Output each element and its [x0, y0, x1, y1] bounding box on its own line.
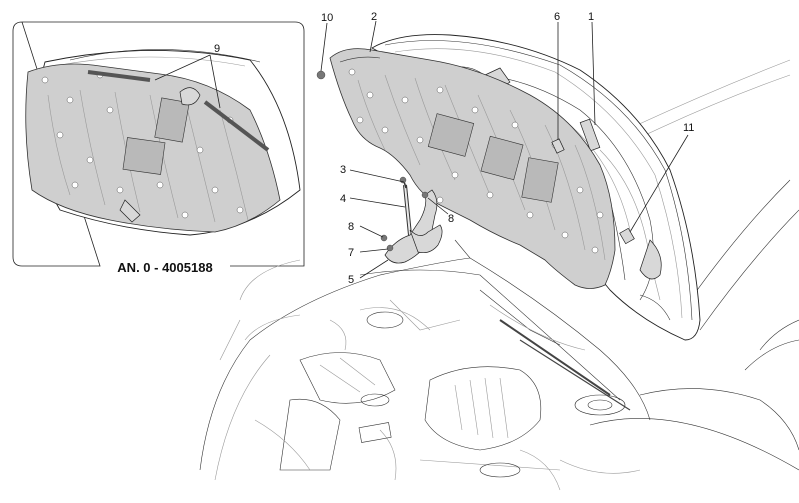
inset-frame [12, 21, 305, 267]
callout-7: 7 [348, 247, 354, 259]
callout-10: 10 [321, 12, 333, 24]
engine-cover [424, 366, 542, 451]
callout-2: 2 [371, 11, 377, 23]
callout-6: 6 [554, 11, 560, 23]
inset-seal-left [87, 70, 151, 82]
callout-labels: 10 2 6 1 11 3 4 8 8 7 5 [321, 11, 694, 286]
inset-seal-right [203, 100, 270, 152]
callout-8-upper: 8 [448, 213, 454, 225]
retaining-clip [316, 70, 326, 80]
callout-3: 3 [340, 164, 346, 176]
pad-fastener-holes [348, 68, 604, 254]
inset-callout-9: 9 [214, 43, 220, 55]
hinge-nut [386, 244, 394, 252]
inset-panel: AN. 0 - 4005188 [12, 21, 305, 275]
hinge-bolt-upper [421, 191, 429, 199]
hood-insulation-pad [329, 48, 616, 289]
car-body [199, 59, 799, 491]
callout-4: 4 [340, 193, 346, 205]
callout-8-lower: 8 [348, 221, 354, 233]
gas-strut-end [619, 227, 635, 245]
callout-11: 11 [683, 122, 694, 134]
bumper-stop [551, 138, 565, 154]
hinge-bolt [380, 234, 388, 242]
callout-5: 5 [348, 274, 354, 286]
callout-1: 1 [588, 11, 594, 23]
inset-leader-9 [154, 54, 221, 109]
inset-caption: AN. 0 - 4005188 [117, 260, 212, 275]
leader-lines [320, 20, 689, 279]
